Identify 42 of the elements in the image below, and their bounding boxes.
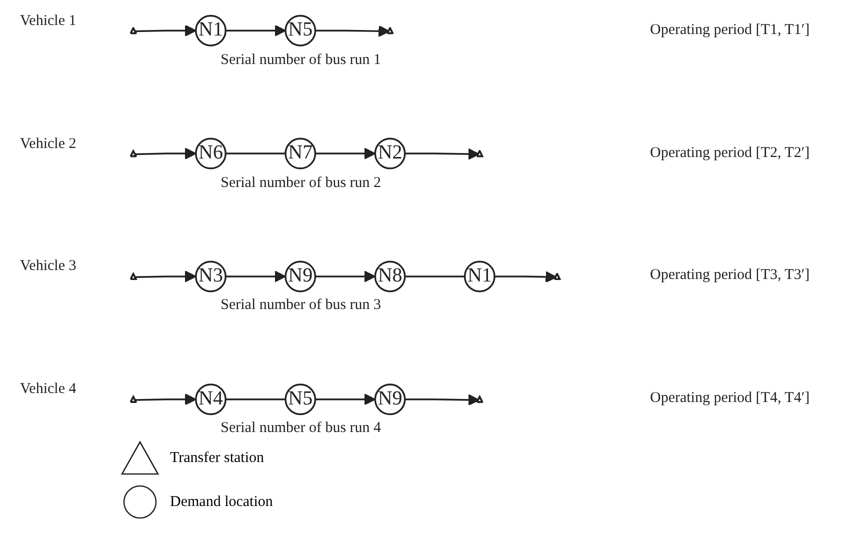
node-circle: N1 [464, 260, 496, 292]
node-circle: N6 [195, 138, 226, 170]
operating-period-label: Operating period [T1, T1′] [650, 22, 810, 39]
vehicle-label: Vehicle 4 [20, 381, 76, 398]
vehicle-label: Vehicle 2 [20, 136, 76, 153]
arrow [226, 270, 286, 282]
operating-period-label: Operating period [T2, T2′] [650, 144, 810, 162]
node-circle: N8 [374, 260, 406, 292]
vehicle-label: Vehicle 1 [20, 12, 76, 30]
connector [226, 398, 286, 400]
node-circle: N9 [284, 260, 316, 292]
arrow [315, 25, 390, 37]
arrow [135, 270, 196, 282]
node-circle: N3 [195, 260, 226, 292]
legend-text: Transfer station [170, 450, 264, 466]
bus-run-label: Serial number of bus run 2 [220, 174, 382, 192]
arrow [315, 394, 376, 406]
node-circle: N5 [284, 384, 316, 416]
node-circle: N2 [374, 138, 406, 170]
operating-period-label: Operating period [T4, T4′] [650, 390, 810, 408]
bus-run-label: Serial number of bus run 3 [220, 297, 382, 314]
node-circle: N5 [284, 14, 316, 46]
connector [226, 152, 286, 154]
arrow [404, 394, 480, 406]
arrow [315, 270, 376, 282]
arrow [404, 148, 480, 160]
arrow [135, 24, 196, 36]
node-circle: N9 [374, 384, 406, 416]
arrow [135, 394, 196, 406]
operating-period-label: Operating period [T3, T3′] [650, 267, 810, 284]
legend-text: Demand location [170, 494, 273, 510]
node-circle: N1 [195, 14, 226, 46]
vehicle-label: Vehicle 3 [20, 258, 76, 276]
node-circle: N4 [195, 384, 226, 416]
arrow [135, 148, 196, 160]
bus-run-label: Serial number of bus run 1 [220, 52, 382, 69]
arrow [226, 24, 286, 36]
arrow [494, 271, 557, 283]
arrow [315, 148, 376, 160]
bus-run-label: Serial number of bus run 4 [220, 420, 382, 438]
node-circle: N7 [284, 138, 316, 170]
connector [404, 276, 465, 278]
